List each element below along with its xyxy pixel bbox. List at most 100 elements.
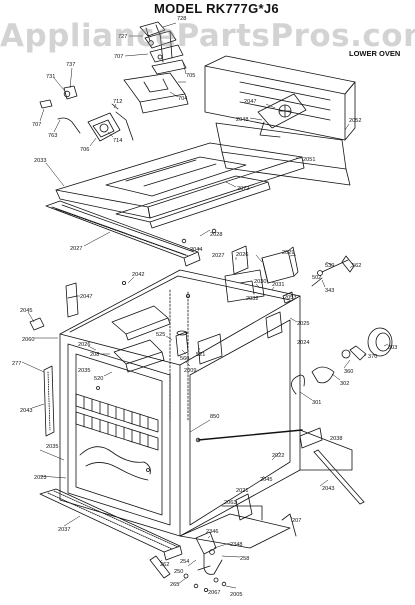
callout-label: 254 bbox=[180, 559, 189, 565]
callout-label: 2035 bbox=[46, 444, 58, 450]
callout-label: 2009 bbox=[184, 368, 196, 374]
callout-label: 521 bbox=[196, 352, 205, 358]
cooling-fan-assembly bbox=[257, 93, 307, 138]
callout-label: 2033 bbox=[284, 295, 296, 301]
callout-label: 2035 bbox=[78, 368, 90, 374]
terminal-block bbox=[261, 246, 299, 284]
callout-label: 731 bbox=[46, 74, 55, 80]
callout-label: 2033 bbox=[34, 158, 46, 164]
kick-panel bbox=[39, 488, 183, 561]
oven-light-bulb bbox=[341, 345, 367, 361]
callout-label: 2052 bbox=[349, 118, 361, 124]
callout-label: 265 bbox=[170, 582, 179, 588]
callout-label: 258 bbox=[240, 556, 249, 562]
callout-label: 343 bbox=[325, 288, 334, 294]
callout-label: 2025 bbox=[297, 321, 309, 327]
hinge-arm-right bbox=[235, 493, 297, 537]
callout-label: 2026 bbox=[78, 342, 90, 348]
hinge-assembly-lower bbox=[195, 531, 223, 583]
wire-harness-clamp bbox=[224, 245, 265, 303]
callout-label: 2029 bbox=[282, 250, 294, 256]
callout-labels: 728 727 707 705 731 737 712 714 707 763 … bbox=[12, 16, 397, 598]
callout-label: 2043 bbox=[322, 486, 334, 492]
callout-label: 2031 bbox=[272, 282, 284, 288]
callout-label: 2005 bbox=[230, 592, 242, 598]
door-switch-button bbox=[29, 317, 45, 331]
callout-label: 303 bbox=[388, 345, 397, 351]
callout-label: 262 bbox=[160, 562, 169, 568]
top-insulation-support bbox=[115, 175, 271, 229]
oven-rack-upper bbox=[75, 393, 159, 433]
callout-label: 707 bbox=[32, 122, 41, 128]
rear-cover-panel bbox=[215, 122, 351, 186]
callout-label: 360 bbox=[344, 369, 353, 375]
callout-label: 208 bbox=[90, 352, 99, 358]
oven-top-heat-shield bbox=[55, 142, 305, 219]
callout-label: 706 bbox=[80, 147, 89, 153]
callout-label: 2060 bbox=[22, 337, 34, 343]
door-latch-assembly bbox=[139, 21, 187, 75]
callout-label: 707 bbox=[114, 54, 123, 60]
callout-label: 2047 bbox=[244, 99, 256, 105]
broil-pan-insert bbox=[111, 305, 171, 373]
callout-label: 250 bbox=[174, 569, 183, 575]
side-panel-right bbox=[299, 429, 353, 471]
door-gasket-strip bbox=[43, 365, 55, 437]
callout-label: 850 bbox=[210, 414, 219, 420]
callout-label: 2067 bbox=[208, 590, 220, 596]
callout-label: 2063 bbox=[224, 500, 236, 506]
cavity-side-bracket bbox=[197, 311, 283, 365]
leveling-leg bbox=[149, 555, 227, 593]
callout-label: 2028 bbox=[210, 232, 222, 238]
callout-label: 2030 bbox=[254, 279, 266, 285]
oven-sensor-probe bbox=[311, 255, 355, 287]
callout-label: 2023 bbox=[34, 475, 46, 481]
light-lens-cover bbox=[311, 366, 335, 384]
callout-label: 727 bbox=[118, 34, 127, 40]
callout-label: 2037 bbox=[58, 527, 70, 533]
wire-loop bbox=[291, 374, 305, 395]
oven-rack-lower bbox=[75, 411, 159, 451]
callout-label: 2048 bbox=[236, 117, 248, 123]
callout-label: 2346 bbox=[206, 529, 218, 535]
callout-label: 2021 bbox=[236, 488, 248, 494]
rear-control-panel bbox=[204, 55, 356, 141]
callout-label: 2051 bbox=[303, 157, 315, 163]
callout-label: 763 bbox=[48, 133, 57, 139]
callout-label: 2045 bbox=[260, 477, 272, 483]
callout-label: 302 bbox=[340, 381, 349, 387]
misc-screws bbox=[96, 228, 217, 472]
bake-element bbox=[79, 446, 151, 481]
callout-label: 2038 bbox=[330, 436, 342, 442]
leader-lines bbox=[21, 22, 389, 589]
oven-light-lens bbox=[367, 327, 393, 357]
callout-label: 2022 bbox=[272, 453, 284, 459]
section-label: LOWER OVEN bbox=[349, 49, 401, 58]
front-frame-rail bbox=[45, 200, 201, 267]
callout-label: 728 bbox=[177, 16, 186, 22]
callout-label: 207 bbox=[292, 518, 301, 524]
oven-light-socket bbox=[175, 330, 189, 357]
callout-label: 502 bbox=[312, 275, 321, 281]
callout-label: 2032 bbox=[246, 296, 258, 302]
callout-label: 370 bbox=[368, 354, 377, 360]
lock-switch bbox=[39, 85, 81, 134]
oven-cavity bbox=[59, 269, 301, 537]
bottom-trim-rail bbox=[195, 427, 323, 449]
callout-label: 562 bbox=[352, 263, 361, 269]
callout-label: 301 bbox=[312, 400, 321, 406]
callout-label: 2026 bbox=[236, 252, 248, 258]
callout-label: 2045 bbox=[20, 308, 32, 314]
callout-label: 2024 bbox=[297, 340, 309, 346]
callout-label: 277 bbox=[12, 361, 21, 367]
side-trim-strip bbox=[313, 449, 365, 505]
callout-label: 705 bbox=[186, 73, 195, 79]
callout-label: 530 bbox=[325, 263, 334, 269]
model-label: MODEL RK777G*J6 bbox=[154, 1, 279, 16]
callout-label: 520 bbox=[94, 376, 103, 382]
callout-label: 2027 bbox=[70, 246, 82, 252]
callout-label: 714 bbox=[113, 138, 122, 144]
oven-liner-interior bbox=[67, 343, 171, 526]
